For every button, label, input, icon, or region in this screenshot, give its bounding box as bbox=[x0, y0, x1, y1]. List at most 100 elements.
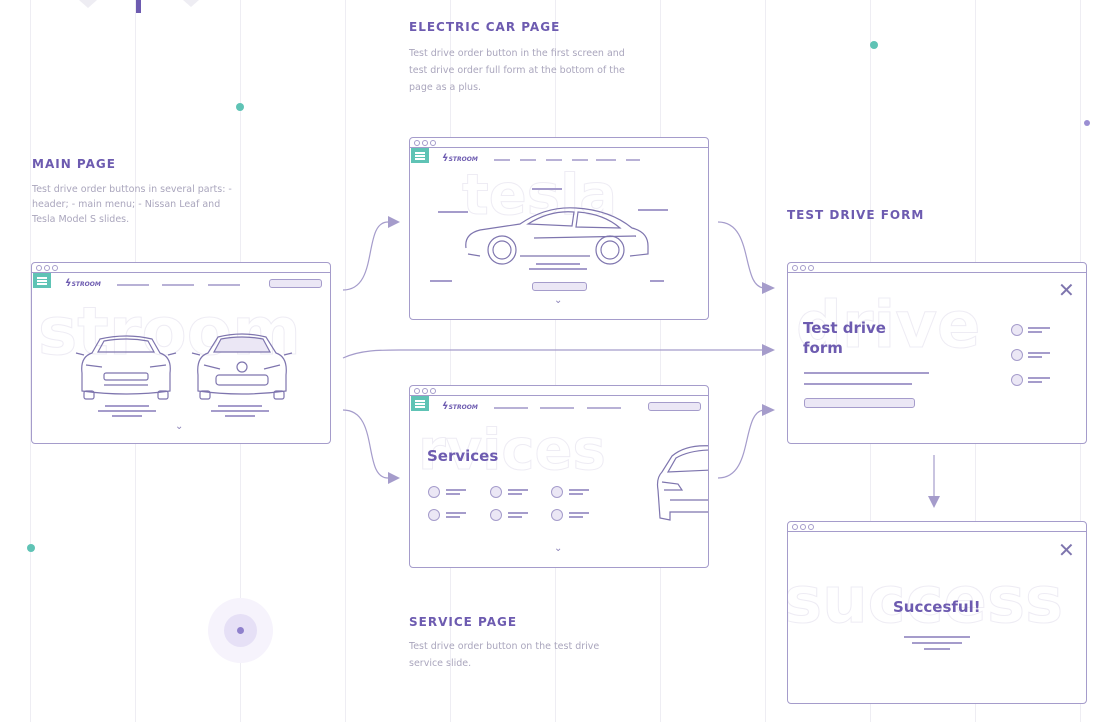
test-drive-order-button bbox=[532, 282, 587, 291]
slide-caption-line bbox=[536, 263, 580, 265]
service-label-line bbox=[569, 512, 589, 514]
grid-line bbox=[660, 0, 661, 722]
services-watermark: rvices bbox=[418, 418, 607, 484]
form-option-radio[interactable] bbox=[1011, 324, 1023, 336]
service-label-line bbox=[508, 512, 528, 514]
form-title-line2: form bbox=[803, 339, 843, 357]
nav-link-placeholder bbox=[494, 159, 510, 161]
nav-link-placeholder bbox=[572, 159, 588, 161]
service-label-line bbox=[569, 489, 589, 491]
window-dot bbox=[430, 388, 436, 394]
drive-watermark: drive bbox=[795, 289, 981, 364]
service-label-line bbox=[508, 489, 528, 491]
service-icon bbox=[551, 509, 563, 521]
window-dot bbox=[52, 265, 58, 271]
hamburger-menu-icon bbox=[33, 273, 51, 288]
form-title-line1: Test drive bbox=[803, 319, 886, 337]
service-label-line bbox=[446, 516, 460, 518]
window-dot bbox=[792, 265, 798, 271]
logo: ϟSTROOM bbox=[65, 278, 101, 289]
nav-link-placeholder bbox=[596, 159, 616, 161]
close-icon[interactable]: ✕ bbox=[1058, 280, 1075, 302]
form-option-radio[interactable] bbox=[1011, 374, 1023, 386]
window-dot bbox=[36, 265, 42, 271]
window-bar bbox=[410, 138, 708, 148]
service-label-line bbox=[446, 493, 460, 495]
window-dot bbox=[414, 388, 420, 394]
electric-car-page-desc: Test drive order button in the first scr… bbox=[409, 48, 625, 93]
decor-dot bbox=[1084, 120, 1090, 126]
speed-line bbox=[532, 188, 562, 190]
success-caption-line bbox=[924, 648, 950, 650]
window-dot bbox=[422, 388, 428, 394]
service-label-line bbox=[569, 516, 583, 518]
service-icon bbox=[551, 486, 563, 498]
grid-line bbox=[765, 0, 766, 722]
speed-line bbox=[438, 211, 468, 213]
decor-dot bbox=[27, 544, 35, 552]
service-label-line bbox=[508, 493, 522, 495]
test-drive-header-button bbox=[269, 279, 322, 288]
service-label-line bbox=[446, 512, 466, 514]
test-drive-form-title: TEST DRIVE FORM bbox=[787, 208, 925, 222]
service-page-title: SERVICE PAGE bbox=[409, 615, 518, 629]
success-wireframe: ✕ success Succesful! bbox=[787, 521, 1087, 704]
electric-car-page-title: ELECTRIC CAR PAGE bbox=[409, 20, 561, 34]
service-icon bbox=[490, 509, 502, 521]
form-option-label-line bbox=[1028, 356, 1042, 358]
nav-link-placeholder bbox=[626, 159, 640, 161]
grid-line bbox=[30, 0, 31, 722]
nav-link-placeholder bbox=[587, 407, 621, 409]
close-icon[interactable]: ✕ bbox=[1058, 540, 1075, 562]
window-dot bbox=[430, 140, 436, 146]
service-icon bbox=[490, 486, 502, 498]
form-field-line bbox=[804, 372, 929, 374]
main-page-wireframe: ϟSTROOM stroom bbox=[31, 262, 331, 444]
decor-dot bbox=[870, 41, 878, 49]
success-caption-line bbox=[912, 642, 962, 644]
car-front-illustration bbox=[75, 335, 177, 400]
form-option-label-line bbox=[1028, 381, 1042, 383]
form-submit-button[interactable] bbox=[804, 398, 915, 408]
success-watermark: success bbox=[787, 564, 1064, 639]
car-partial-illustration bbox=[656, 445, 708, 521]
decor-dot bbox=[237, 627, 244, 634]
scroll-down-chevron-icon: ⌄ bbox=[554, 295, 563, 306]
window-bar bbox=[788, 522, 1086, 532]
service-label-line bbox=[508, 516, 522, 518]
nav-link-placeholder bbox=[546, 159, 562, 161]
grid-line bbox=[555, 0, 556, 722]
window-bar bbox=[788, 263, 1086, 273]
main-page-title: MAIN PAGE bbox=[32, 157, 116, 171]
nav-link-placeholder bbox=[208, 284, 240, 286]
scroll-down-chevron-icon: ⌄ bbox=[175, 421, 184, 432]
speed-line bbox=[650, 280, 664, 282]
service-icon bbox=[428, 486, 440, 498]
scroll-down-chevron-icon: ⌄ bbox=[554, 543, 563, 554]
nav-link-placeholder bbox=[162, 284, 194, 286]
main-page-desc: Test drive order buttons in several part… bbox=[32, 184, 232, 225]
form-option-label-line bbox=[1028, 331, 1042, 333]
decor-dot bbox=[236, 103, 244, 111]
car-front-illustration bbox=[191, 333, 293, 400]
grid-line bbox=[345, 0, 346, 722]
form-option-label-line bbox=[1028, 377, 1050, 379]
speed-line bbox=[638, 209, 668, 211]
test-drive-form-wireframe: ✕ drive Test drive form bbox=[787, 262, 1087, 444]
window-dot bbox=[800, 524, 806, 530]
service-page-desc: Test drive order button on the test driv… bbox=[409, 641, 600, 669]
success-caption-line bbox=[904, 636, 970, 638]
logo: ϟSTROOM bbox=[442, 153, 478, 164]
nav-link-placeholder bbox=[117, 284, 149, 286]
window-dot bbox=[422, 140, 428, 146]
form-option-label-line bbox=[1028, 327, 1050, 329]
electric-car-page-wireframe: ϟSTROOM tesla ⌄ bbox=[409, 137, 709, 320]
slide-caption-line bbox=[211, 410, 269, 412]
service-label-line bbox=[569, 493, 583, 495]
form-option-radio[interactable] bbox=[1011, 349, 1023, 361]
window-dot bbox=[792, 524, 798, 530]
services-heading: Services bbox=[427, 447, 499, 465]
slide-caption-line bbox=[225, 415, 255, 417]
window-dot bbox=[800, 265, 806, 271]
tesla-side-car-illustration bbox=[465, 207, 649, 265]
